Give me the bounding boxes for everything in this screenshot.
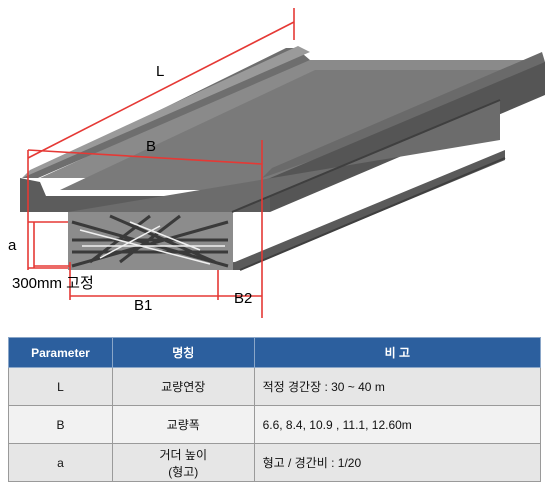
bridge-diagram: L B a 300mm 고정 B1 B2 (8, 8, 545, 318)
dimension-lines (27, 8, 295, 318)
label-300mm-fixed: 300mm 고정 (12, 275, 94, 292)
table-row: L 교량연장 적정 경간장 : 30 ~ 40 m (8, 367, 542, 406)
cell-note: 적정 경간장 : 30 ~ 40 m (253, 367, 542, 406)
bridge-3d-drawing (20, 8, 545, 318)
cross-bracing-highlights (79, 221, 225, 265)
table-row: a 거더 높이 (형고) 형고 / 경간비 : 1/20 (8, 443, 542, 482)
cell-param: B (8, 405, 113, 444)
label-B2: B2 (234, 290, 253, 307)
girder-flanges (231, 99, 506, 271)
header-name: 명칭 (111, 337, 255, 368)
cell-param: L (8, 367, 113, 406)
cell-name: 거더 높이 (형고) (111, 443, 255, 482)
deck-trough (60, 70, 520, 190)
dim-line-L (27, 21, 295, 159)
cell-param: a (8, 443, 113, 482)
left-parapet-top (22, 46, 310, 178)
dim-line-B (27, 149, 263, 165)
header-remarks: 비 고 (253, 337, 542, 368)
deck-right-face (270, 62, 545, 212)
header-parameter: Parameter (8, 337, 113, 368)
table-row: B 교량폭 6.6, 8.4, 10.9 , 11.1, 12.60m (8, 405, 542, 444)
cell-note: 형고 / 경간비 : 1/20 (253, 443, 542, 482)
girder-bottom-flange (68, 150, 505, 270)
label-B: B (146, 138, 157, 155)
label-L: L (156, 63, 165, 80)
label-a: a (8, 237, 17, 254)
parameter-table: Parameter 명칭 비 고 L 교량연장 적정 경간장 : 30 ~ 40… (8, 337, 542, 482)
table-header-row: Parameter 명칭 비 고 (8, 337, 542, 368)
cell-note: 6.6, 8.4, 10.9 , 11.1, 12.60m (253, 405, 542, 444)
cell-name: 교량폭 (111, 405, 255, 444)
cell-name: 교량연장 (111, 367, 255, 406)
right-parapet (262, 52, 545, 178)
cross-bracing (71, 214, 229, 268)
label-B1: B1 (134, 297, 153, 314)
